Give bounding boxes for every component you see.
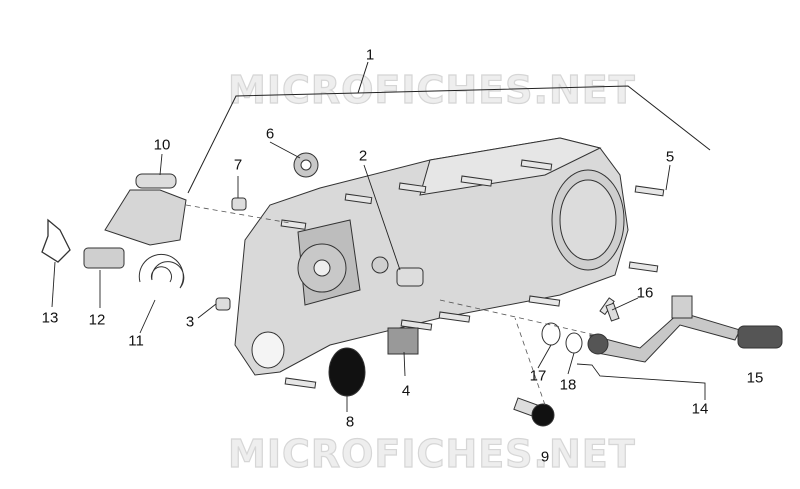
callout-3: 3 [185, 313, 195, 331]
callout-14: 14 [691, 400, 709, 418]
callout-7: 7 [233, 156, 243, 174]
callout-10: 10 [153, 136, 171, 154]
callout-13: 13 [41, 309, 59, 327]
callout-17: 17 [529, 367, 547, 385]
dowel-3 [215, 297, 231, 311]
bush-2 [396, 267, 424, 287]
circlip-18 [565, 332, 583, 354]
damper-4 [387, 327, 419, 355]
watermark-top: MICROFICHES.NET [227, 67, 636, 112]
watermark-bottom: MICROFICHES.NET [227, 431, 636, 476]
callout-9: 9 [540, 448, 550, 466]
callout-6: 6 [265, 125, 275, 143]
kick-lever-14 [587, 295, 783, 363]
callout-11: 11 [128, 332, 144, 350]
cover-bolts [280, 159, 665, 389]
callout-18: 18 [559, 376, 577, 394]
cap-8 [328, 347, 366, 397]
spring-11 [138, 253, 185, 289]
callout-12: 12 [88, 311, 106, 329]
leader-1 [357, 61, 369, 94]
callout-4: 4 [401, 382, 411, 400]
callout-15: 15 [746, 369, 764, 387]
callout-16: 16 [636, 284, 654, 302]
spindle-12 [83, 247, 125, 269]
callout-1: 1 [365, 46, 375, 64]
dowel-7 [231, 197, 247, 211]
pedal-rubber-15 [737, 325, 783, 349]
callout-2: 2 [358, 147, 368, 165]
screw-16 [605, 302, 620, 322]
callout-5: 5 [665, 148, 675, 166]
clip-13 [41, 218, 71, 263]
kick-gear-10 [104, 189, 187, 246]
callout-8: 8 [345, 413, 355, 431]
